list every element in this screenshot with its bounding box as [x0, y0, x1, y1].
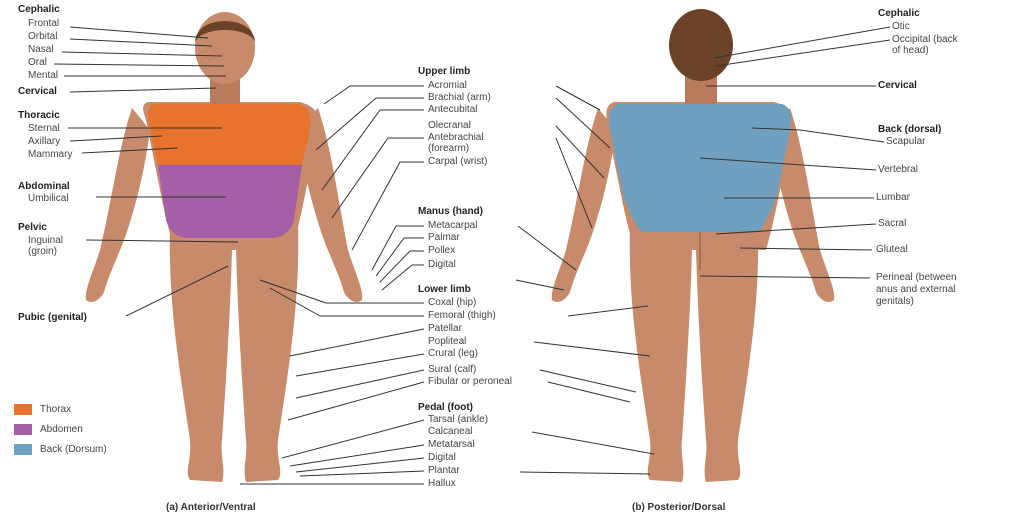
label-pedal: Pedal (foot): [418, 402, 473, 414]
label-manus: Manus (hand): [418, 206, 483, 218]
label-coxal: Coxal (hip): [428, 297, 476, 309]
label-metacarpal: Metacarpal: [428, 220, 477, 232]
posterior-back-region: [609, 104, 791, 232]
label-nasal: Nasal: [28, 44, 54, 56]
label-orbital: Orbital: [28, 31, 57, 43]
caption-anterior: (a) Anterior/Ventral: [166, 502, 256, 513]
label-digital-foot: Digital: [428, 452, 456, 464]
label-calcaneal: Calcaneal: [428, 426, 472, 438]
label-hallux: Hallux: [428, 478, 456, 490]
label-lower-limb: Lower limb: [418, 284, 471, 296]
label-acromial: Acromial: [428, 80, 467, 92]
posterior-figure: [552, 9, 835, 482]
label-crural: Crural (leg): [428, 348, 478, 360]
label-occipital-2: of head): [892, 45, 929, 57]
label-tarsal: Tarsal (ankle): [428, 414, 488, 426]
legend-back-swatch: [14, 444, 32, 455]
label-vertebral: Vertebral: [878, 164, 918, 176]
legend-thorax: Thorax: [14, 404, 71, 415]
label-groin: (groin): [28, 246, 57, 258]
label-cervical-posterior: Cervical: [878, 80, 917, 92]
label-palmar: Palmar: [428, 232, 460, 244]
label-lumbar: Lumbar: [876, 192, 910, 204]
label-oral: Oral: [28, 57, 47, 69]
label-perineal-1: Perineal (between: [876, 272, 957, 284]
label-digital-hand: Digital: [428, 259, 456, 271]
legend-abdomen-swatch: [14, 424, 32, 435]
label-sternal: Sternal: [28, 123, 60, 135]
label-plantar: Plantar: [428, 465, 460, 477]
posterior-right-leg: [696, 225, 758, 482]
legend-abdomen-label: Abdomen: [40, 424, 83, 435]
label-perineal-2: anus and external: [876, 284, 956, 296]
label-scapular: Scapular: [886, 136, 925, 148]
posterior-left-leg: [630, 225, 692, 482]
label-sural: Sural (calf): [428, 364, 476, 376]
label-cervical-anterior: Cervical: [18, 86, 57, 98]
label-gluteal: Gluteal: [876, 244, 908, 256]
label-umbilical: Umbilical: [28, 193, 69, 205]
label-forearm: (forearm): [428, 143, 469, 155]
label-frontal: Frontal: [28, 18, 59, 30]
label-cephalic-posterior: Cephalic: [878, 8, 920, 20]
label-mental: Mental: [28, 70, 58, 82]
label-brachial: Brachial (arm): [428, 92, 491, 104]
legend-abdomen: Abdomen: [14, 424, 83, 435]
label-sacral: Sacral: [878, 218, 906, 230]
label-axillary: Axillary: [28, 136, 60, 148]
label-cephalic-anterior: Cephalic: [18, 4, 60, 16]
anterior-left-leg: [170, 225, 232, 482]
label-femoral: Femoral (thigh): [428, 310, 496, 322]
label-abdominal: Abdominal: [18, 181, 70, 193]
label-popliteal: Popliteal: [428, 336, 466, 348]
label-otic: Otic: [892, 21, 910, 33]
label-mammary: Mammary: [28, 149, 72, 161]
anterior-figure: [86, 12, 363, 482]
legend-thorax-label: Thorax: [40, 404, 71, 415]
anterior-abdomen-region: [158, 165, 302, 238]
legend-back-label: Back (Dorsum): [40, 444, 107, 455]
label-perineal-3: genitals): [876, 296, 914, 308]
posterior-head: [669, 9, 733, 81]
label-metatarsal: Metatarsal: [428, 439, 475, 451]
label-back-dorsal: Back (dorsal): [878, 124, 941, 136]
label-olecranal: Olecranal: [428, 120, 471, 132]
label-patellar: Patellar: [428, 323, 462, 335]
legend-back: Back (Dorsum): [14, 444, 107, 455]
label-carpal: Carpal (wrist): [428, 156, 487, 168]
label-pubic: Pubic (genital): [18, 312, 87, 324]
label-thoracic: Thoracic: [18, 110, 60, 122]
label-pollex: Pollex: [428, 245, 455, 257]
caption-posterior: (b) Posterior/Dorsal: [632, 502, 725, 513]
label-upper-limb: Upper limb: [418, 66, 470, 78]
label-fibular: Fibular or peroneal: [428, 376, 512, 388]
legend-thorax-swatch: [14, 404, 32, 415]
anterior-right-leg: [236, 225, 298, 482]
anterior-thorax-region: [148, 104, 310, 165]
label-antecubital: Antecubital: [428, 104, 477, 116]
posterior-left-arm: [552, 108, 616, 302]
label-pelvic: Pelvic: [18, 222, 47, 234]
